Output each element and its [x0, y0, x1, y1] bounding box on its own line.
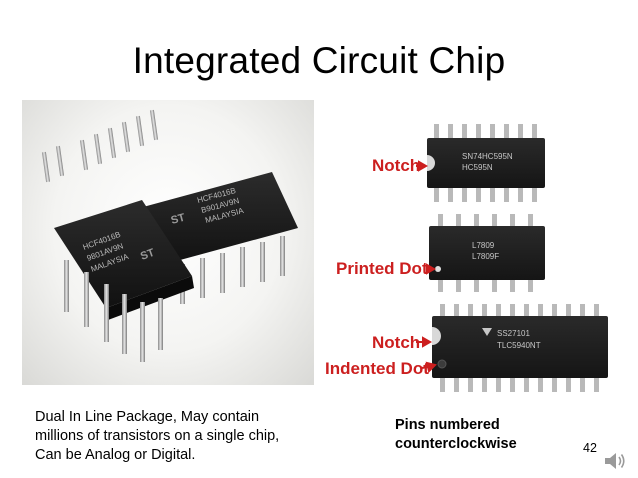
chip2-marking-1: L7809 — [472, 241, 495, 250]
label-notch-top: Notch — [372, 156, 420, 175]
notch-1 — [427, 155, 435, 171]
diagram-chip-3: SS27101 TLC5940NT — [432, 304, 608, 392]
svg-text:ST: ST — [170, 212, 187, 227]
caption-left-line-3: Can be Analog or Digital. — [35, 447, 196, 463]
page-number: 42 — [583, 441, 597, 455]
diagram-chip-1: SN74HC595N HC595N — [427, 124, 545, 202]
caption-left-line-2: millions of transistors on a single chip… — [35, 428, 280, 444]
ti-logo — [482, 328, 492, 336]
arrow-indented-dot — [425, 361, 437, 373]
speaker-icon[interactable] — [603, 450, 627, 472]
caption-left-line-1: Dual In Line Package, May contain — [35, 409, 260, 425]
dip-chips-illustration: HCF4016B B901AV9N MALAYSIA ST HCF4016B 9… — [41, 109, 298, 362]
chip1-marking-1: SN74HC595N — [462, 152, 513, 161]
svg-text:ST: ST — [139, 247, 157, 263]
chip2-marking-2: L7809F — [472, 252, 499, 261]
caption-dip-description: Dual In Line Package, May contain millio… — [35, 408, 325, 465]
notch-2 — [432, 327, 441, 345]
dip-chips-photo: HCF4016B B901AV9N MALAYSIA ST HCF4016B 9… — [22, 100, 314, 385]
front-chip-bottom-pins — [64, 260, 163, 362]
caption-right-line-1: Pins numbered — [395, 417, 500, 433]
diagram-chip-2: L7809 L7809F — [429, 214, 545, 292]
label-indented-dot: Indented Dot — [325, 359, 429, 378]
arrow-printed-dot — [426, 263, 437, 275]
caption-right-line-2: counterclockwise — [395, 436, 517, 452]
label-notch-bottom: Notch — [372, 333, 420, 352]
chip3-marking-1: SS27101 — [497, 329, 530, 338]
indented-dot — [437, 359, 447, 369]
arrow-notch-bottom — [422, 336, 433, 348]
chip1-marking-2: HC595N — [462, 163, 493, 172]
slide-title: Integrated Circuit Chip — [132, 40, 506, 81]
label-printed-dot: Printed Dot — [336, 259, 428, 278]
back-chip-top-pins — [41, 109, 159, 183]
printed-dot — [435, 266, 441, 272]
pin-orientation-diagram: SN74HC595N HC595N L7809 L7809F SS27101 — [322, 122, 618, 400]
pin-orientation-illustration: SN74HC595N HC595N L7809 L7809F SS27101 — [325, 124, 608, 392]
caption-pin-numbering: Pins numbered counterclockwise — [395, 416, 575, 454]
chip3-marking-2: TLC5940NT — [497, 341, 541, 350]
